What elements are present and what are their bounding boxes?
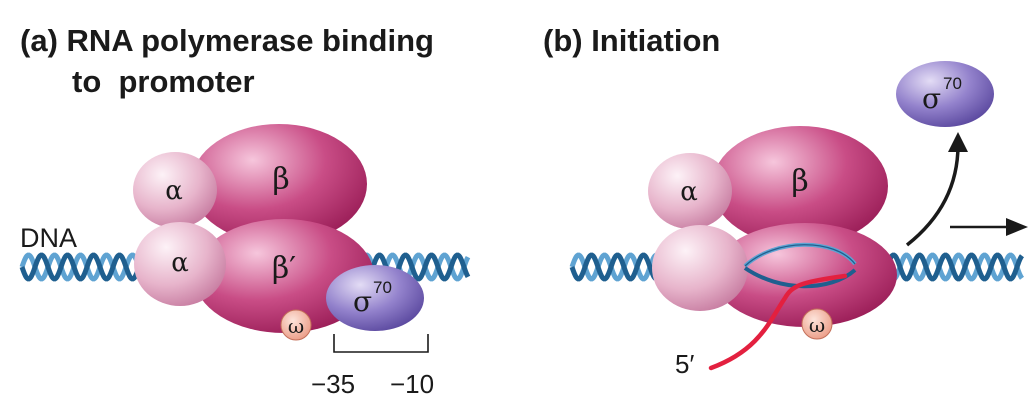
minus35-label: −35 [311,369,355,399]
alpha-subunit-top-b [648,153,732,229]
dna-strand-dark [357,252,471,282]
omega-subunit [280,309,312,341]
released-sigma70 [896,61,994,127]
beta-prime-label: β′ [272,251,296,286]
sigma-release-arrowhead [948,132,968,152]
five-prime-label: 5′ [675,349,694,379]
beta-subunit [191,124,367,244]
alpha-subunit-top [133,152,217,228]
minus10-label: −10 [390,369,434,399]
dna-helix-a-left [19,252,153,282]
alpha-subunit-bottom-b [652,225,748,311]
alpha-label-bottom: α [171,248,189,278]
alpha-label-top: α [165,176,183,206]
panel-a-title-line2: to promoter [72,64,255,99]
dna-label: DNA [20,223,77,253]
panel-a-title-line1: (a) RNA polymerase binding [20,23,434,58]
sigma-label-b: σ [922,82,941,115]
alpha-label-b: α [680,177,698,207]
sigma70-subunit [326,265,424,331]
dna-strand-dark [19,252,153,282]
rna-strand [708,273,848,371]
panel-b: 5′ α β ω σ 70 [569,61,1028,379]
sigma-release-arrow [905,144,960,247]
beta-subunit-b [712,126,888,246]
omega-label-b: ω [809,313,825,337]
core-bottom-b [713,223,897,327]
panel-a: DNA α α β β′ ω σ 70 −35 −10 [19,124,471,399]
sigma-label: σ [353,285,372,318]
promoter-bracket [333,334,429,353]
omega-label: ω [288,314,304,338]
omega-subunit-b [801,308,833,340]
sigma-superscript: 70 [373,278,392,297]
panel-b-title: (b) Initiation [543,23,721,58]
direction-arrowhead [1006,218,1028,236]
open-bubble-top-edge [744,244,856,267]
sigma-superscript-b: 70 [943,74,962,93]
beta-label-b: β [791,164,808,199]
alpha-subunit-bottom [134,222,226,306]
beta-label: β [272,162,289,197]
